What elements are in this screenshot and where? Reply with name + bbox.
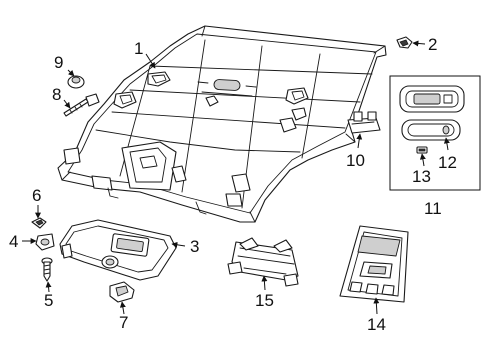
screw-part-5 (41, 257, 53, 282)
callout-14: 14 (367, 315, 386, 334)
console-bracket-part-15 (227, 237, 299, 287)
fastener-part-8 (63, 93, 100, 117)
lamp-lens-part-12 (401, 119, 461, 141)
callout-1: 1 (134, 39, 143, 58)
dome-lamp-housing (399, 85, 465, 113)
callout-9: 9 (54, 53, 63, 72)
headliner-part (57, 25, 387, 223)
callout-7: 7 (119, 313, 128, 332)
group-box-11 (389, 75, 481, 191)
callout-10: 10 (346, 151, 365, 170)
callout-12: 12 (438, 153, 457, 172)
callout-8: 8 (52, 85, 61, 104)
grommet-part-9 (67, 75, 85, 89)
bracket-part-4 (35, 233, 55, 251)
callout-5: 5 (44, 291, 53, 310)
clip-part-6 (31, 217, 47, 229)
callout-2: 2 (428, 35, 437, 54)
callout-15: 15 (255, 291, 274, 310)
bulb-part-13 (416, 146, 428, 154)
callout-6: 6 (32, 186, 41, 205)
callout-3: 3 (190, 237, 199, 256)
callout-13: 13 (412, 167, 431, 186)
overhead-console-part-14 (339, 225, 409, 303)
clip-part-2 (396, 36, 413, 49)
visor-clip-part-7 (109, 281, 135, 303)
callout-labels: 1 2 3 4 5 6 7 8 9 10 11 12 13 14 15 (9, 35, 457, 334)
bracket-part-10 (347, 111, 381, 134)
sun-visor-part-3 (59, 219, 177, 281)
callout-4: 4 (9, 232, 18, 251)
callout-11: 11 (424, 199, 442, 218)
leader-lines (22, 40, 450, 315)
